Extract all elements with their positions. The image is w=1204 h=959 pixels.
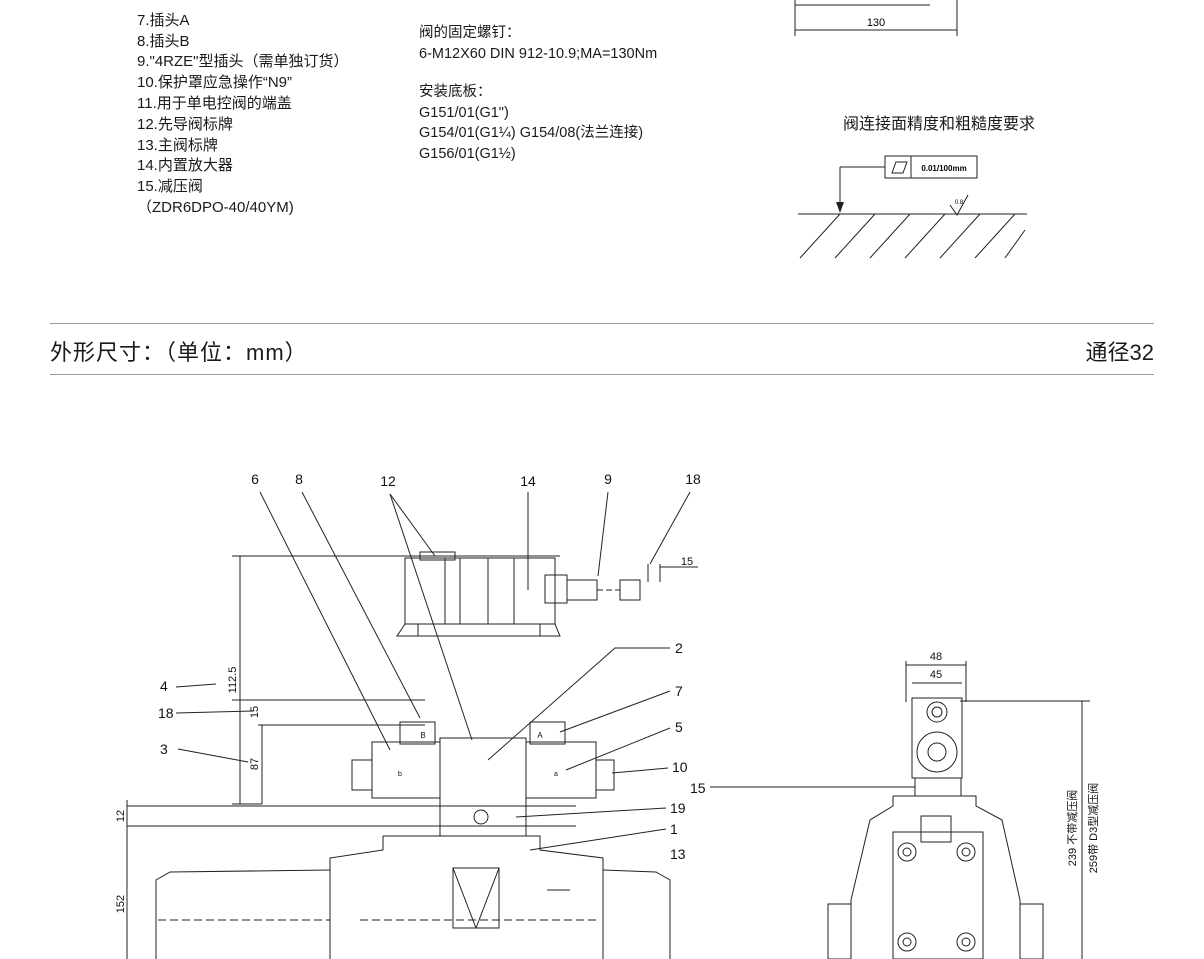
roughness-diagram: 130 0.01/100mm 0.8: [794, 0, 1027, 259]
callout-15: 15: [690, 780, 706, 796]
callout-18-left: 18: [158, 705, 174, 721]
callout-10: 10: [672, 759, 688, 775]
callout-4: 4: [160, 678, 168, 694]
callout-7: 7: [675, 683, 683, 699]
dim-130: 130: [867, 17, 885, 29]
callout-1: 1: [670, 821, 678, 837]
tolerance-value: 0.01/100mm: [921, 164, 966, 173]
callout-13: 13: [670, 846, 686, 862]
dim-152: 152: [115, 895, 127, 913]
roughness-ra: 0.8: [955, 200, 964, 206]
screw-notes: 阀的固定螺钉： 6-M12X60 DIN 912-10.9;MA=130Nm: [419, 23, 657, 64]
dim-12: 12: [115, 810, 127, 822]
legend-item: 8.插头B: [137, 32, 190, 50]
legend-item: 12.先导阀标牌: [137, 115, 233, 133]
legend-item-partial: [137, 0, 349, 11]
hatching: [799, 213, 1026, 259]
legend-item: 7.插头A: [137, 11, 190, 29]
size-label: 通径32: [1085, 340, 1154, 365]
plate-line: G156/01(G1½): [419, 145, 516, 162]
screw-spec: 6-M12X60 DIN 912-10.9;MA=130Nm: [419, 45, 658, 62]
legend-item: 10.保护罩应急操作“N9”: [137, 74, 293, 92]
legend-item: 11.用于单电控阀的端盖: [137, 94, 292, 112]
dimension-drawing: 6 8 12 14 9 18 2 7 5 10 19 1 13 4 18 3 1…: [115, 471, 1100, 959]
solenoid-b-label: b: [398, 771, 402, 778]
callout-14: 14: [520, 473, 536, 489]
callout-2: 2: [675, 640, 683, 656]
dim-15-top: 15: [681, 556, 693, 568]
parts-legend: 7.插头A 8.插头B 9."4RZE"型插头（需单独订货） 10.保护罩应急操…: [137, 0, 349, 219]
callout-6: 6: [251, 471, 259, 487]
legend-item: （ZDR6DPO-40/40YM): [137, 198, 294, 216]
dim-239: 239 不带减压阀: [1065, 790, 1079, 866]
roughness-title: 阀连接面精度和粗糙度要求: [843, 116, 1036, 133]
solenoid-a-label: a: [554, 771, 558, 778]
dim-45: 45: [930, 669, 942, 681]
plate-notes: 安装底板： G151/01(G1") G154/01(G1¼) G154/08(…: [419, 82, 643, 164]
dim-15: 15: [249, 706, 261, 718]
legend-item: 14.内置放大器: [137, 157, 233, 175]
plate-title: 安装底板：: [419, 84, 492, 100]
plug-b-label: B: [420, 731, 425, 740]
legend-item: 13.主阀标牌: [137, 136, 218, 154]
callout-8: 8: [295, 471, 303, 487]
dim-112-5: 112.5: [227, 667, 239, 694]
dim-259: 259带 D3型减压阀: [1086, 783, 1100, 873]
section-title: 外形尺寸：（单位：mm）: [50, 340, 308, 365]
callout-5: 5: [675, 719, 683, 735]
callout-18: 18: [685, 471, 701, 487]
dim-87: 87: [249, 758, 261, 770]
legend-item: 9."4RZE"型插头（需单独订货）: [137, 53, 349, 71]
section-top-rule: [50, 323, 1154, 324]
callout-19: 19: [670, 800, 686, 816]
section-bottom-rule: [50, 374, 1154, 375]
plate-line: G151/01(G1"): [419, 104, 509, 121]
callout-9: 9: [604, 471, 612, 487]
plug-a-label: A: [537, 731, 543, 740]
callout-12: 12: [380, 473, 396, 489]
plate-line: G154/01(G1¼) G154/08(法兰连接): [419, 125, 644, 141]
callout-3: 3: [160, 741, 168, 757]
screw-title: 阀的固定螺钉：: [419, 25, 521, 41]
legend-item: 15.减压阀: [137, 178, 203, 196]
dim-48: 48: [930, 651, 942, 663]
